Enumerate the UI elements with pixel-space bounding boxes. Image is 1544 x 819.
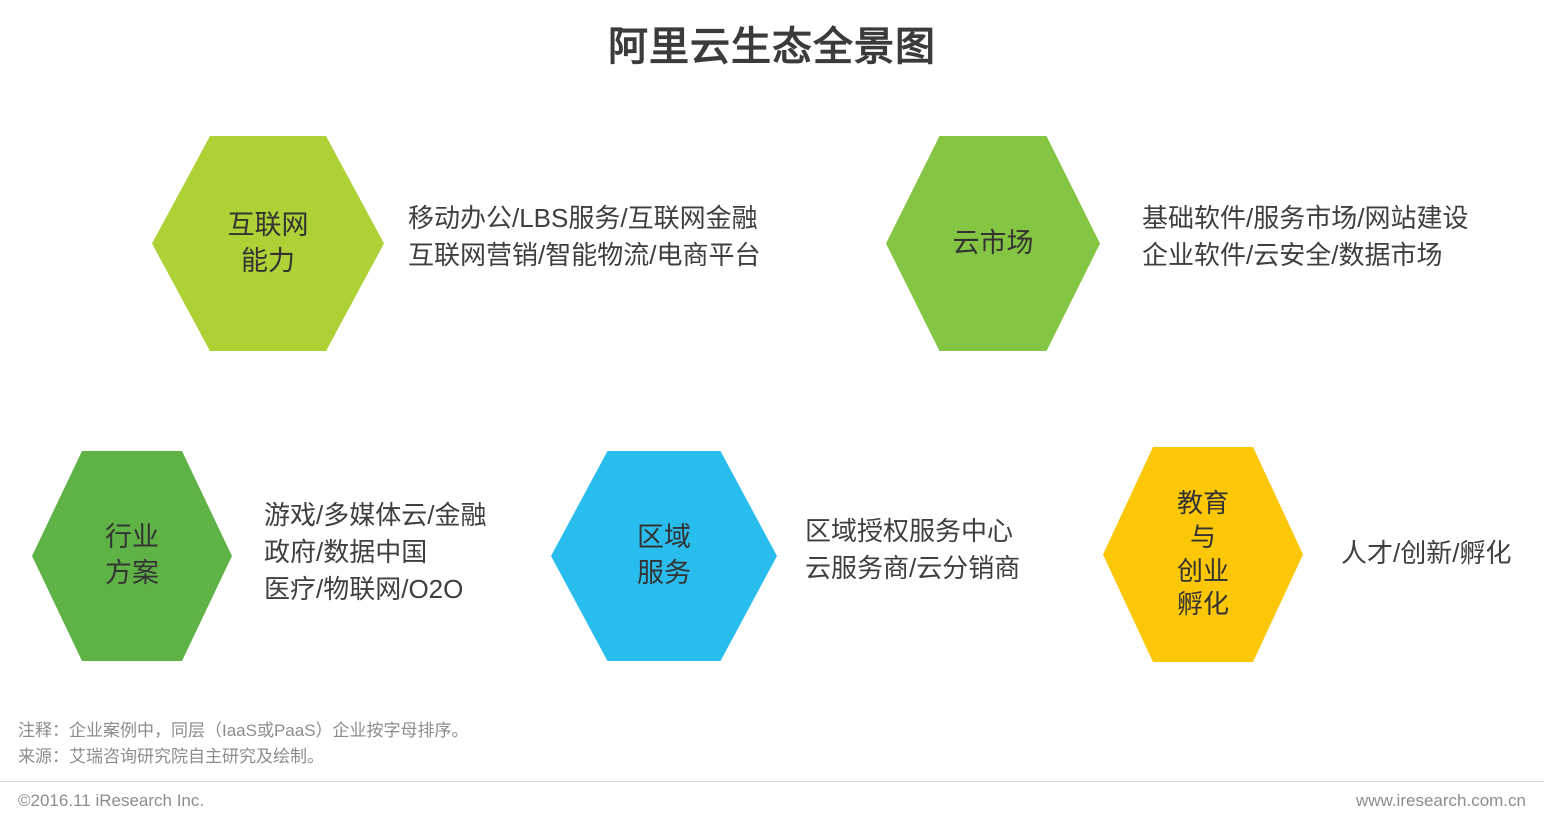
description-line: 医疗/物联网/O2O (264, 573, 464, 604)
hexagon-label-line: 云市场 (952, 227, 1034, 258)
description-regional-service: 区域授权服务中心 云服务商/云分销商 (805, 513, 1020, 587)
hexagon-label-line: 教育 (1176, 487, 1229, 518)
hexagon-education-incubation[interactable]: 教育 与 创业 孵化 (1103, 447, 1303, 662)
description-line: 云服务商/云分销商 (805, 552, 1021, 583)
footnotes: 注释：企业案例中，同层（IaaS或PaaS）企业按字母排序。 来源：艾瑞咨询研究… (18, 718, 469, 771)
hexagon-label-line: 与 (1189, 521, 1216, 552)
website-link[interactable]: www.iresearch.com.cn (1355, 790, 1526, 810)
description-line: 政府/数据中国 (264, 536, 428, 567)
hexagon-label-line: 服务 (637, 558, 691, 588)
hexagon-label-line: 方案 (105, 558, 159, 588)
copyright-text: ©2016.11 iResearch Inc. (18, 790, 205, 810)
description-line: 区域授权服务中心 (805, 516, 1014, 546)
description-line: 企业软件/云安全/数据市场 (1142, 239, 1443, 270)
description-line: 游戏/多媒体云/金融 (264, 500, 487, 530)
description-line: 基础软件/服务市场/网站建设 (1142, 203, 1469, 233)
hexagon-label-line: 行业 (105, 522, 159, 553)
hexagon-label-line: 创业 (1176, 555, 1229, 586)
description-line: 互联网营销/智能物流/电商平台 (408, 239, 761, 270)
page-title: 阿里云生态全景图 (608, 25, 936, 69)
hexagon-label-line: 能力 (241, 245, 295, 276)
hexagon-cloud-market[interactable]: 云市场 (886, 136, 1100, 351)
description-cloud-market: 基础软件/服务市场/网站建设 企业软件/云安全/数据市场 (1142, 200, 1468, 274)
footer-bar: ©2016.11 iResearch Inc. www.iresearch.co… (0, 781, 1544, 819)
description-education-incubation: 人才/创新/孵化 (1341, 535, 1511, 572)
footnote-source: 来源：艾瑞咨询研究院自主研究及绘制。 (18, 747, 324, 767)
hexagon-internet-capability[interactable]: 互联网 能力 (152, 136, 384, 351)
hexagon-industry-solution[interactable]: 行业 方案 (32, 451, 232, 661)
description-internet-capability: 移动办公/LBS服务/互联网金融 互联网营销/智能物流/电商平台 (408, 200, 760, 274)
description-line: 人才/创新/孵化 (1341, 538, 1512, 568)
hexagon-label-line: 区域 (637, 522, 691, 553)
footnote-note: 注释：企业案例中，同层（IaaS或PaaS）企业按字母排序。 (18, 721, 469, 740)
hexagon-label-line: 互联网 (227, 209, 309, 240)
hexagon-label-line: 孵化 (1176, 589, 1229, 620)
hexagon-regional-service[interactable]: 区域 服务 (551, 451, 777, 661)
description-line: 移动办公/LBS服务/互联网金融 (408, 203, 758, 233)
description-industry-solution: 游戏/多媒体云/金融 政府/数据中国 医疗/物联网/O2O (264, 497, 486, 608)
